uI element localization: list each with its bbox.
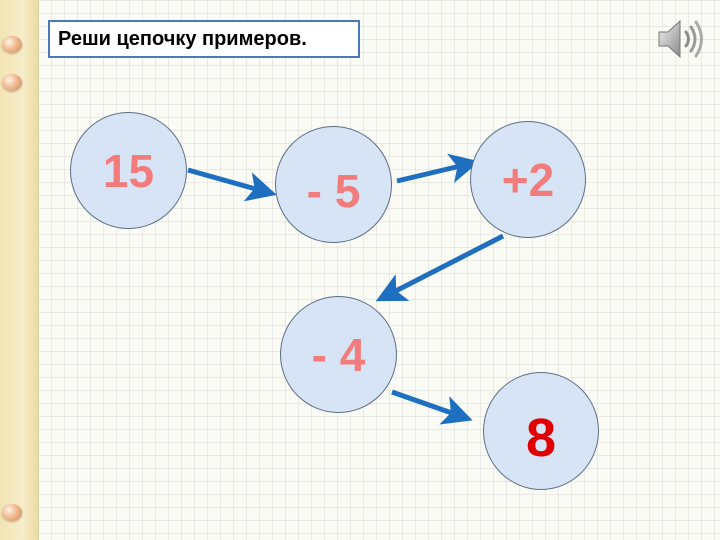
bead-decoration — [2, 504, 22, 521]
notebook-margin — [0, 0, 39, 540]
bead-decoration — [2, 74, 22, 91]
answer-circle: 8 — [483, 372, 599, 490]
arrow-1-to-2 — [187, 167, 277, 202]
plus-2-circle: +2 — [470, 121, 586, 238]
bead-decoration — [2, 36, 22, 53]
minus-5-circle: - 5 — [275, 126, 392, 243]
task-title: Реши цепочку примеров. — [48, 20, 360, 58]
start-number-circle: 15 — [70, 112, 187, 229]
arrow-2-to-3 — [396, 153, 480, 184]
minus-4-circle: - 4 — [280, 296, 397, 413]
arrow-4-to-5 — [391, 389, 473, 425]
arrow-3-to-4 — [375, 233, 505, 302]
speaker-icon[interactable] — [655, 16, 705, 62]
grid-background — [38, 0, 720, 540]
